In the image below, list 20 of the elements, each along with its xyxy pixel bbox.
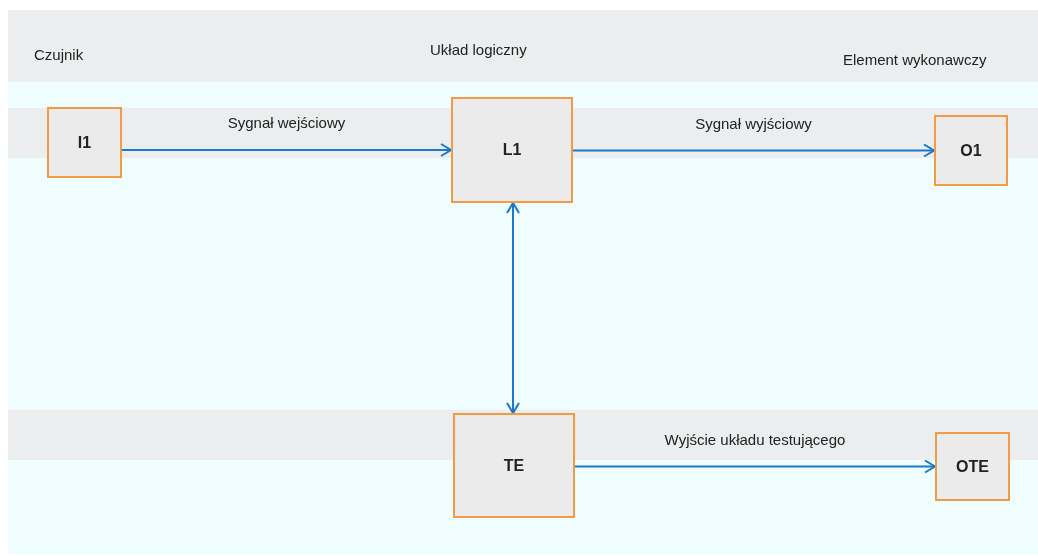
- node-label: OTE: [956, 457, 989, 476]
- column-heading: Czujnik: [34, 46, 84, 63]
- arrow: [572, 143, 935, 158]
- column-heading: Układ logiczny: [430, 41, 527, 58]
- arrow: [506, 202, 520, 414]
- column-heading: Element wykonawczy: [843, 51, 987, 68]
- arrow: [121, 143, 452, 157]
- process-box: [935, 432, 1010, 501]
- edge-label: Sygnał wyjściowy: [695, 114, 812, 132]
- node-label: I1: [77, 133, 92, 152]
- node-label: TE: [503, 456, 525, 475]
- node-label: O1: [960, 141, 982, 160]
- arrow: [574, 459, 936, 474]
- process-box: [451, 97, 573, 203]
- node-label: L1: [502, 141, 522, 159]
- edge-label: Wyjście układu testującego: [664, 430, 846, 448]
- process-box: [934, 115, 1008, 186]
- edge-label: Sygnał wejściowy: [227, 114, 346, 131]
- process-box: [453, 413, 575, 518]
- process-box: [47, 107, 122, 178]
